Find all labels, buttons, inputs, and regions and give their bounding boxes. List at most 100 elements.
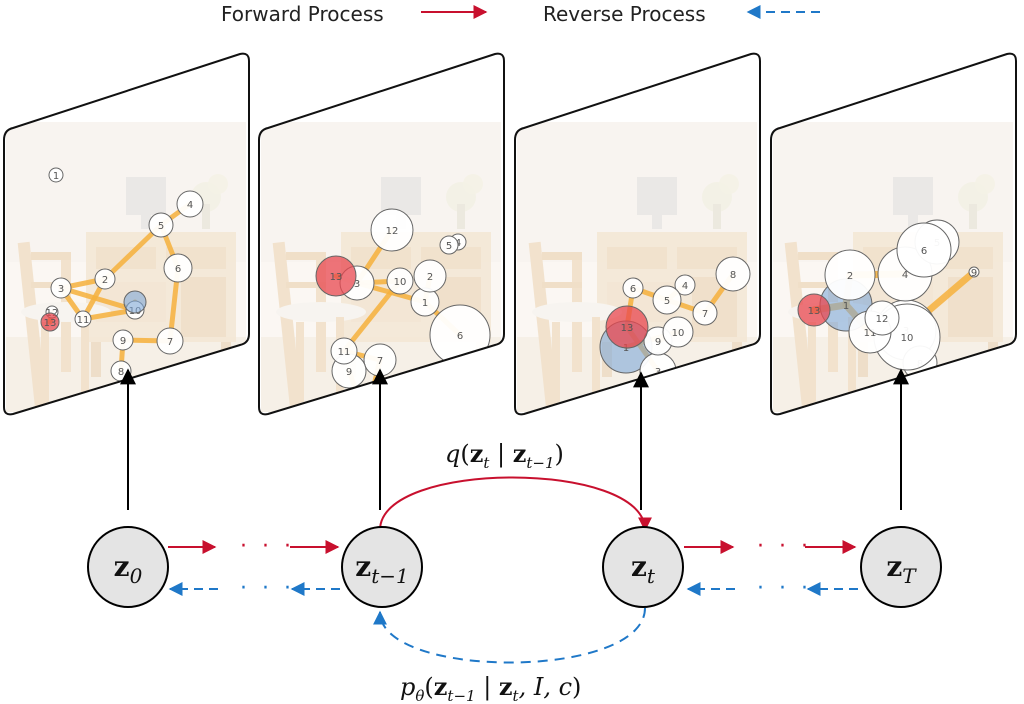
keypoint-label: 10	[901, 333, 914, 344]
keypoint-label: 2	[102, 275, 108, 286]
keypoint-label: 9	[120, 336, 126, 347]
keypoint-circle	[40, 312, 60, 332]
keypoint-label: 12	[876, 314, 889, 325]
keypoint-circle	[597, 394, 613, 410]
node-label: zt	[631, 550, 656, 588]
keypoint-label: 7	[377, 356, 383, 367]
reverse-equation: pθ(zt−1 | zt, I, c)	[400, 672, 581, 704]
panel-frame	[770, 52, 1017, 416]
node-circle	[341, 526, 423, 608]
keypoint-circle	[692, 300, 718, 326]
forward-dots-2: · · ·	[757, 534, 812, 559]
skeleton-bone	[341, 278, 403, 354]
node-label: zT	[886, 550, 917, 588]
node-zT: zT	[860, 526, 942, 608]
skeleton-bone	[102, 222, 164, 282]
panels: 1234567891011121312345678910111213123456…	[3, 52, 1017, 429]
keypoint-label: 4	[902, 270, 908, 281]
keypoint-label: 4	[187, 200, 193, 211]
skeleton-bone	[58, 285, 138, 313]
legend-reverse-label: Reverse Process	[543, 2, 706, 26]
keypoint-label: 5	[158, 221, 164, 232]
node-circle	[87, 526, 169, 608]
skeleton-bone	[648, 368, 661, 411]
keypoint-label: 13	[808, 306, 821, 317]
keypoint-label: 12	[599, 398, 612, 409]
keypoint-label: 1	[53, 171, 59, 182]
keypoint-circle	[968, 266, 980, 278]
keypoint-label: 1	[422, 298, 428, 309]
chain-arrows: · · · · · · · · · · · ·	[168, 534, 858, 601]
node-circle	[860, 526, 942, 608]
keypoint-circle	[112, 329, 134, 351]
keypoint-circle	[386, 267, 414, 295]
keypoint-label: 9	[655, 337, 661, 348]
keypoint-label: 7	[167, 337, 173, 348]
keypoint-circle	[94, 268, 116, 290]
keypoint-label: 4	[682, 281, 688, 292]
keypoint-label: 13	[44, 318, 57, 329]
keypoint-label: 1	[623, 343, 629, 354]
keypoint-circle	[896, 222, 952, 278]
node-zt: zt	[602, 526, 684, 608]
keypoint-circle	[652, 285, 682, 315]
node-label: zt−1	[355, 550, 408, 588]
keypoint-label: 13	[330, 272, 343, 283]
keypoint-label: 11	[645, 404, 658, 415]
keypoint-label: 8	[730, 270, 736, 281]
keypoint-label: 5	[446, 241, 452, 252]
keypoint-label: 3	[354, 279, 360, 290]
node-circle	[602, 526, 684, 608]
keypoint-circle	[330, 337, 358, 365]
keypoint-circle	[163, 253, 193, 283]
keypoint-label: 8	[363, 415, 369, 426]
keypoint-circle	[662, 316, 694, 348]
node-zt_1: zt−1	[341, 526, 423, 608]
keypoint-circle	[563, 406, 595, 415]
keypoint-circle	[824, 249, 876, 301]
reverse-curve-arrow	[373, 607, 646, 664]
keypoint-label: 2	[576, 418, 582, 429]
keypoint-circle	[622, 277, 644, 299]
keypoint-label: 6	[457, 331, 463, 342]
keypoint-label: 8	[118, 367, 124, 378]
skeleton-bone	[602, 399, 654, 411]
keypoint-label: 11	[338, 347, 351, 358]
keypoint-label: 2	[427, 272, 433, 283]
keypoint-circle	[797, 293, 831, 327]
keypoint-circle	[864, 300, 900, 336]
keypoint-label: 9	[971, 268, 977, 279]
keypoint-label: 12	[386, 226, 399, 237]
keypoint-label: 6	[630, 284, 636, 295]
keypoint-circle	[176, 190, 204, 218]
panel-frame	[258, 52, 505, 416]
latent-nodes: z0 zt−1 zt zT	[87, 526, 942, 608]
keypoint-label: 6	[175, 264, 181, 275]
panel-frame	[3, 52, 250, 416]
keypoint-circle	[148, 212, 174, 238]
keypoint-circle	[674, 274, 696, 296]
keypoint-circle	[370, 208, 414, 252]
keypoint-label: 2	[847, 271, 853, 282]
reverse-dots-2: · · ·	[757, 576, 812, 601]
keypoint-circle	[715, 256, 751, 292]
node-label: z0	[114, 550, 143, 588]
keypoint-label: 3	[58, 284, 64, 295]
keypoint-circle	[355, 408, 377, 415]
keypoint-label: 11	[864, 328, 877, 339]
keypoint-label: 10	[672, 328, 685, 339]
forward-equation: q(zt | zt−1)	[445, 439, 564, 472]
node-z0: z0	[87, 526, 169, 608]
reverse-dots-1: · · ·	[240, 576, 295, 601]
keypoint-circle	[315, 255, 357, 297]
keypoint-label: 7	[702, 309, 708, 320]
forward-curve-arrow	[379, 476, 652, 532]
keypoint-circle	[605, 305, 649, 349]
keypoint-circle	[439, 235, 459, 255]
